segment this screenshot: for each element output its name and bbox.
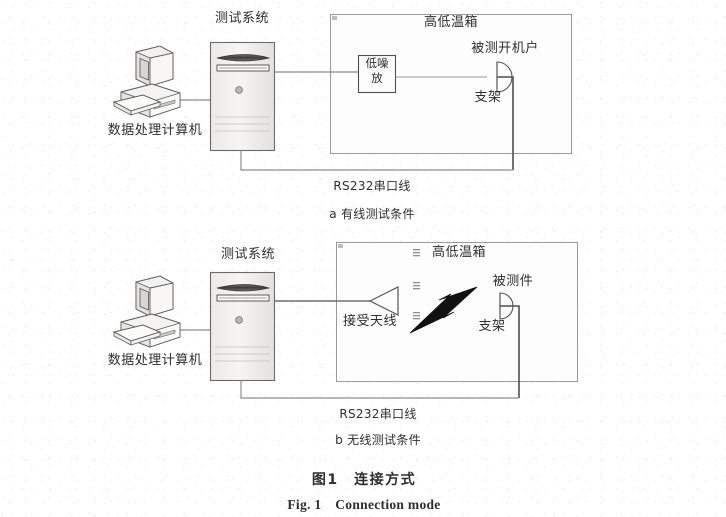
rs232-cable-b: [240, 380, 519, 399]
antenna-stand-icon-b: [500, 305, 520, 398]
horn-antenna-triangle-icon-b: [368, 286, 399, 316]
rs232-caption-b: RS232串口线: [339, 407, 417, 421]
lna-label-line1-a: 低噪: [365, 56, 389, 70]
chamber-corner-mark-b: [338, 244, 343, 248]
rs232-caption-a: RS232串口线: [333, 179, 411, 193]
desktop-computer-icon-a: [112, 45, 181, 118]
dut-label-a: 被测开机户: [471, 41, 539, 56]
chamber-label-a: 高低温箱: [423, 15, 479, 30]
computer-label-b: 数据处理计算机: [107, 353, 203, 368]
computer-label-a: 数据处理计算机: [107, 123, 203, 138]
figure-title-en: Fig. 1 Connection mode: [287, 497, 441, 512]
rx-antenna-label-b: 接受天线: [342, 314, 398, 329]
antenna-stand-icon-a: [497, 76, 514, 170]
desktop-computer-icon-b: [112, 275, 181, 348]
panel-b-graphics: [112, 242, 578, 399]
tower-label-b: 测试系统: [220, 247, 276, 262]
mount-label-a: 支架: [474, 90, 502, 105]
figure-title-cn: 图1 连接方式: [311, 472, 417, 488]
lightning-bolt-icon-b: [409, 286, 478, 334]
mount-label-b: 支架: [478, 319, 506, 334]
chamber-box-b: [336, 242, 578, 382]
panel-a-caption: a 有线测试条件: [329, 207, 415, 221]
chamber-corner-mark-a: [332, 16, 337, 20]
lna-label-line2-a: 放: [371, 71, 383, 85]
panel-a-graphics: [112, 14, 572, 171]
tower-pc-icon-a: [209, 41, 276, 152]
panel-b-caption: b 无线测试条件: [335, 433, 421, 447]
lna-box-a: [357, 54, 397, 94]
chamber-interior-marks-b: [413, 249, 420, 320]
tower-label-a: 测试系统: [214, 11, 270, 26]
chamber-label-b: 高低温箱: [431, 245, 487, 260]
rs232-cable-a: [240, 150, 513, 171]
tower-pc-icon-b: [209, 271, 276, 382]
dut-label-b: 被测件: [492, 274, 534, 289]
